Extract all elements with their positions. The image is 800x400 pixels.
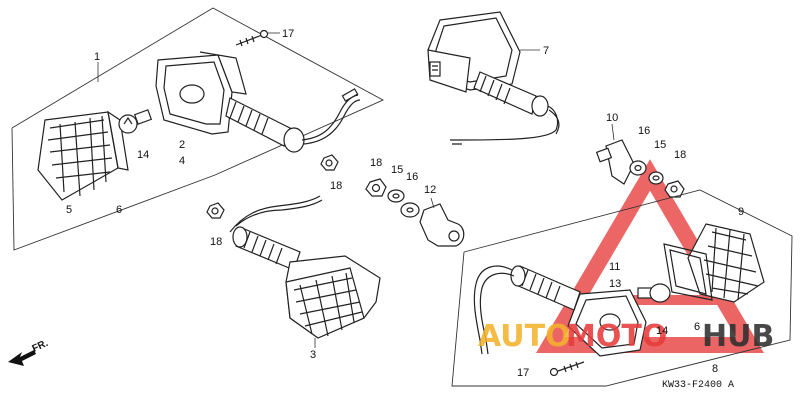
callout-1: 1: [94, 51, 100, 63]
callout-7: 7: [543, 45, 549, 57]
wire-right-end: [479, 339, 489, 355]
nut-18-right: [664, 180, 685, 198]
nut-18-center: [365, 178, 387, 197]
bulb-14-right: [637, 283, 671, 303]
callout-17-bottom: 17: [517, 367, 529, 379]
direction-label: FR.: [31, 338, 50, 355]
callout-16-right: 16: [638, 125, 650, 137]
lens-9: [687, 223, 765, 303]
lens-5: [37, 111, 119, 201]
callout-14-right: 14: [656, 325, 668, 337]
callout-14-left: 14: [137, 149, 149, 161]
callout-9: 9: [738, 206, 744, 218]
callout-labels: 1 2 4 14 5 6 17 7 18 18 15 16 12 18 3 10…: [66, 28, 744, 379]
washer-15-center: [387, 189, 405, 203]
watermark-part1: AUTO: [478, 319, 571, 354]
housing-2-4: [155, 51, 247, 135]
wire-left-upper: [301, 94, 361, 145]
callout-6-right: 6: [694, 321, 700, 333]
callout-16-center: 16: [406, 171, 418, 183]
callout-12: 12: [424, 184, 436, 196]
callout-11: 11: [609, 261, 620, 273]
washer-16-center: [400, 202, 420, 218]
callout-13: 13: [609, 278, 621, 290]
direction-arrow: [8, 350, 36, 366]
callout-17-top: 17: [282, 28, 294, 40]
callout-18-upper: 18: [330, 180, 342, 192]
bracket-10: [595, 123, 635, 185]
group-frame-right: [451, 189, 793, 387]
screw-17-bottom: [549, 361, 585, 377]
turn-signal-7: [427, 11, 560, 141]
callout-2: 2: [179, 139, 185, 151]
callout-18-center: 18: [370, 157, 382, 169]
nut-18-upper: [320, 154, 339, 171]
stem-right: [473, 265, 581, 341]
callout-18-left: 18: [210, 236, 222, 248]
callout-15-right: 15: [654, 139, 666, 151]
housing-13: [567, 289, 647, 357]
callout-5: 5: [66, 204, 72, 216]
callout-4: 4: [179, 155, 185, 167]
callout-8: 8: [712, 363, 718, 375]
callout-6-left: 6: [116, 204, 122, 216]
stem-left: [225, 97, 305, 153]
gasket-6-right: [663, 243, 713, 301]
turn-signal-3: [229, 195, 381, 348]
bracket-12: [419, 197, 465, 247]
screw-17-top: [235, 29, 280, 47]
washer-16-right: [629, 160, 647, 176]
gasket-6-left: [107, 110, 129, 171]
bulb-14-left: [118, 109, 153, 134]
callout-10: 10: [606, 112, 618, 124]
callout-18-right: 18: [674, 149, 686, 161]
callout-3: 3: [310, 349, 316, 361]
watermark-part3: HUB: [702, 319, 774, 354]
washer-15-right: [648, 171, 664, 185]
callout-15-center: 15: [391, 164, 403, 176]
wire-7-end: [450, 139, 462, 145]
watermark-part2: MOTO: [566, 319, 667, 354]
nut-18-left: [206, 202, 225, 219]
diagram-code: KW33-F2400 A: [662, 380, 734, 391]
watermark-text: AUTO MOTO HUB: [478, 319, 774, 354]
